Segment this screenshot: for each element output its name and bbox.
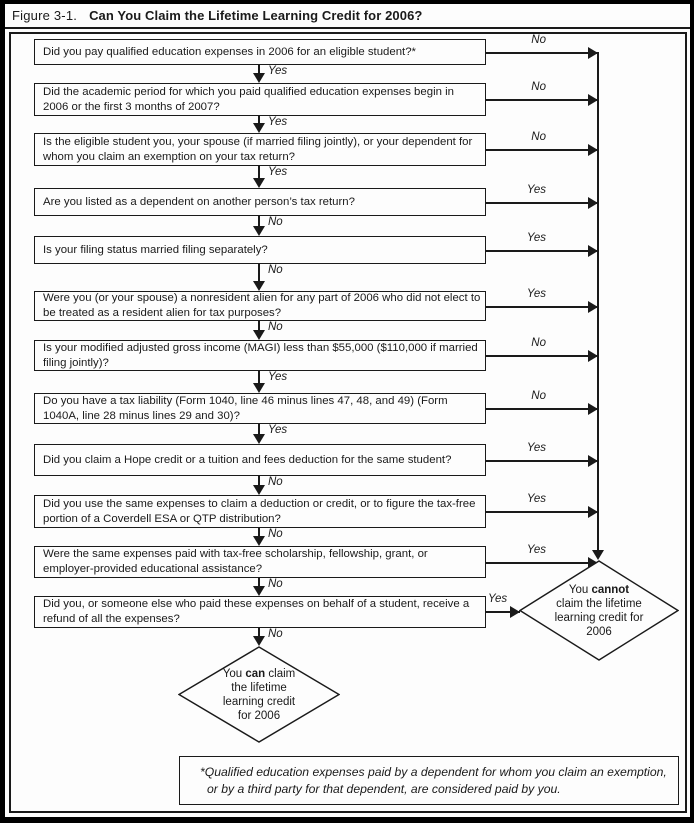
arrow-right-icon <box>588 350 598 362</box>
right-arrow-11: Yes <box>486 544 598 569</box>
arrow-right-icon <box>510 606 520 618</box>
branch-label-right-3: No <box>531 131 546 143</box>
figure-title-bar: Figure 3-1. Can You Claim the Lifetime L… <box>5 4 690 26</box>
figure-number-label: Figure 3-1. <box>12 7 78 23</box>
outcome-can-text: You can claim the lifetime learning cred… <box>222 667 296 722</box>
question-box-9: Did you claim a Hope credit or a tuition… <box>34 444 486 476</box>
decision-diamond-can: You can claim the lifetime learning cred… <box>178 646 340 743</box>
branch-label-right-4: Yes <box>526 184 546 196</box>
arrow-right-icon <box>588 47 598 59</box>
question-box-7: Is your modified adjusted gross income (… <box>34 340 486 371</box>
branch-label-right-9: Yes <box>526 442 546 454</box>
branch-label-right-7: No <box>531 337 546 349</box>
arrow-right-icon <box>588 197 598 209</box>
down-arrow-3: Yes <box>253 166 287 188</box>
arrow-down-icon <box>253 330 265 340</box>
right-arrow-3: No <box>486 131 598 156</box>
question-box-11: Were the same expenses paid with tax-fre… <box>34 546 486 578</box>
footnote-box: *Qualified education expenses paid by a … <box>179 756 679 805</box>
right-arrow-9: Yes <box>486 442 598 467</box>
question-box-3: Is the eligible student you, your spouse… <box>34 133 486 166</box>
arrow-down-icon <box>253 536 265 546</box>
flowchart-border: Did you pay qualified education expenses… <box>9 32 687 813</box>
down-arrow-4: No <box>253 216 283 236</box>
right-arrow-5: Yes <box>486 232 598 257</box>
branch-label-right-1: No <box>531 34 546 46</box>
decision-diamond-cannot: You cannot claim the lifetime learning c… <box>519 560 679 661</box>
right-arrow-7: No <box>486 337 598 362</box>
branch-label-down-5: No <box>268 264 283 276</box>
arrow-down-icon <box>253 485 265 495</box>
question-box-2: Did the academic period for which you pa… <box>34 83 486 116</box>
outcome-cannot-text: You cannot claim the lifetime learning c… <box>554 583 644 638</box>
arrow-down-icon <box>253 178 265 188</box>
question-box-4: Are you listed as a dependent on another… <box>34 188 486 216</box>
question-box-12: Did you, or someone else who paid these … <box>34 596 486 628</box>
right-arrow-4: Yes <box>486 184 598 209</box>
branch-label-right-5: Yes <box>526 232 546 244</box>
down-arrow-8: Yes <box>253 424 287 444</box>
branch-label-right-6: Yes <box>526 288 546 300</box>
branch-label-down-7: Yes <box>268 371 288 383</box>
question-box-8: Do you have a tax liability (Form 1040, … <box>34 393 486 424</box>
branch-label-down-6: No <box>268 321 283 333</box>
down-arrow-9: No <box>253 476 283 495</box>
question-box-10: Did you use the same expenses to claim a… <box>34 495 486 528</box>
question-box-6: Were you (or your spouse) a nonresident … <box>34 291 486 321</box>
right-arrow-1: No <box>486 34 598 59</box>
down-arrow-10: No <box>253 528 283 546</box>
arrow-down-icon <box>253 434 265 444</box>
arrow-down-icon <box>253 281 265 291</box>
diamond-shape <box>519 560 679 661</box>
right-rail-line <box>597 52 599 551</box>
title-separator <box>5 27 690 29</box>
down-arrow-1: Yes <box>253 65 287 83</box>
down-arrow-2: Yes <box>253 116 287 133</box>
arrow-right-icon <box>588 94 598 106</box>
branch-label-right-12: Yes <box>488 593 508 605</box>
figure-title: Can You Claim the Lifetime Learning Cred… <box>89 7 423 23</box>
branch-label-right-11: Yes <box>526 544 546 556</box>
arrow-right-icon <box>588 245 598 257</box>
branch-label-right-10: Yes <box>526 493 546 505</box>
arrow-right-icon <box>588 506 598 518</box>
arrow-right-icon <box>588 144 598 156</box>
branch-label-down-1: Yes <box>268 65 288 77</box>
branch-label-down-9: No <box>268 476 283 488</box>
arrow-down-icon <box>253 383 265 393</box>
down-arrow-5: No <box>253 264 283 291</box>
branch-label-down-11: No <box>268 578 283 590</box>
branch-label-right-2: No <box>531 81 546 93</box>
arrow-right-icon <box>588 557 598 569</box>
arrow-down-icon <box>253 123 265 133</box>
down-arrow-12: No <box>253 628 283 646</box>
right-arrow-10: Yes <box>486 493 598 518</box>
branch-label-down-10: No <box>268 528 283 540</box>
right-arrow-8: No <box>486 390 598 415</box>
arrow-down-icon <box>253 73 265 83</box>
right-arrow-2: No <box>486 81 598 106</box>
branch-label-down-4: No <box>268 216 283 228</box>
right-arrow-6: Yes <box>486 288 598 313</box>
down-arrow-6: No <box>253 321 283 340</box>
arrow-down-icon <box>592 550 604 560</box>
branch-label-down-8: Yes <box>268 424 288 436</box>
branch-label-down-2: Yes <box>268 116 288 128</box>
branch-label-down-12: No <box>268 628 283 640</box>
arrow-down-icon <box>253 636 265 646</box>
down-arrow-7: Yes <box>253 371 287 393</box>
down-arrow-11: No <box>253 578 283 596</box>
arrow-right-icon <box>588 301 598 313</box>
branch-label-down-3: Yes <box>268 166 288 178</box>
arrow-right-icon <box>588 455 598 467</box>
right-arrow-12: Yes <box>486 593 520 618</box>
branch-label-right-8: No <box>531 390 546 402</box>
question-box-1: Did you pay qualified education expenses… <box>34 39 486 65</box>
arrow-down-icon <box>253 586 265 596</box>
question-box-5: Is your filing status married filing sep… <box>34 236 486 264</box>
diamond-shape <box>178 646 340 743</box>
arrow-down-icon <box>253 226 265 236</box>
arrow-right-icon <box>588 403 598 415</box>
